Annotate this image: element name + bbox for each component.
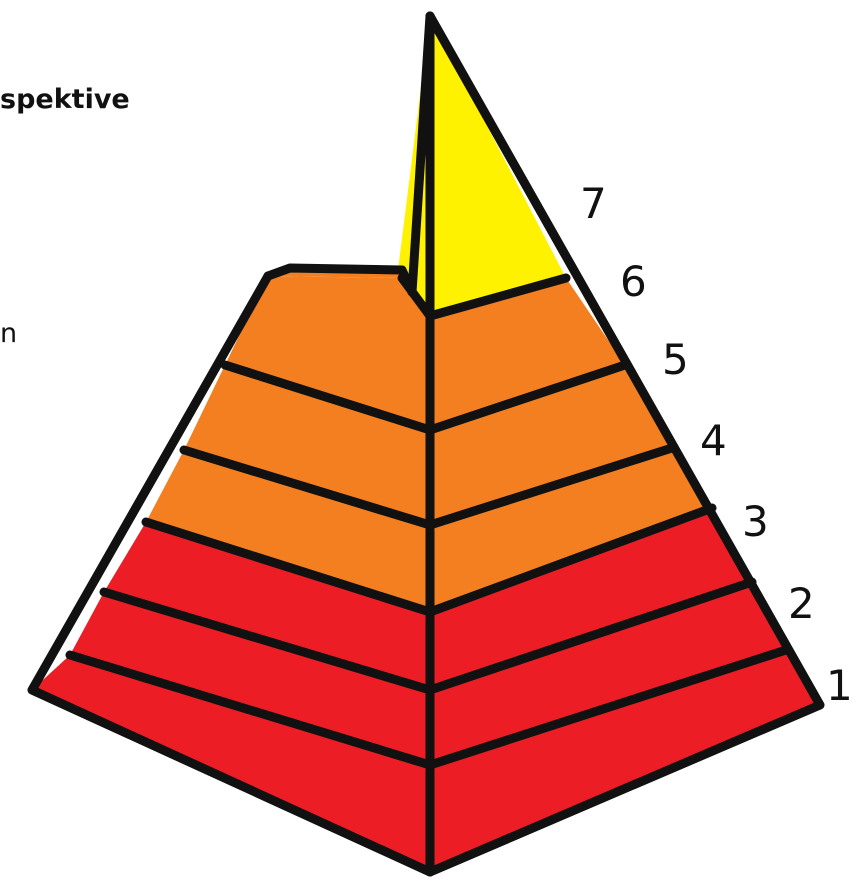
level-label-7: 7 — [580, 179, 607, 228]
level-label-2: 2 — [788, 579, 815, 628]
pyramid-level-7-spire-front — [412, 16, 566, 316]
level-label-5: 5 — [662, 335, 689, 384]
level-label-1: 1 — [826, 661, 853, 710]
level-label-6: 6 — [620, 257, 647, 306]
level-label-4: 4 — [700, 416, 727, 465]
level-label-3: 3 — [742, 497, 769, 546]
